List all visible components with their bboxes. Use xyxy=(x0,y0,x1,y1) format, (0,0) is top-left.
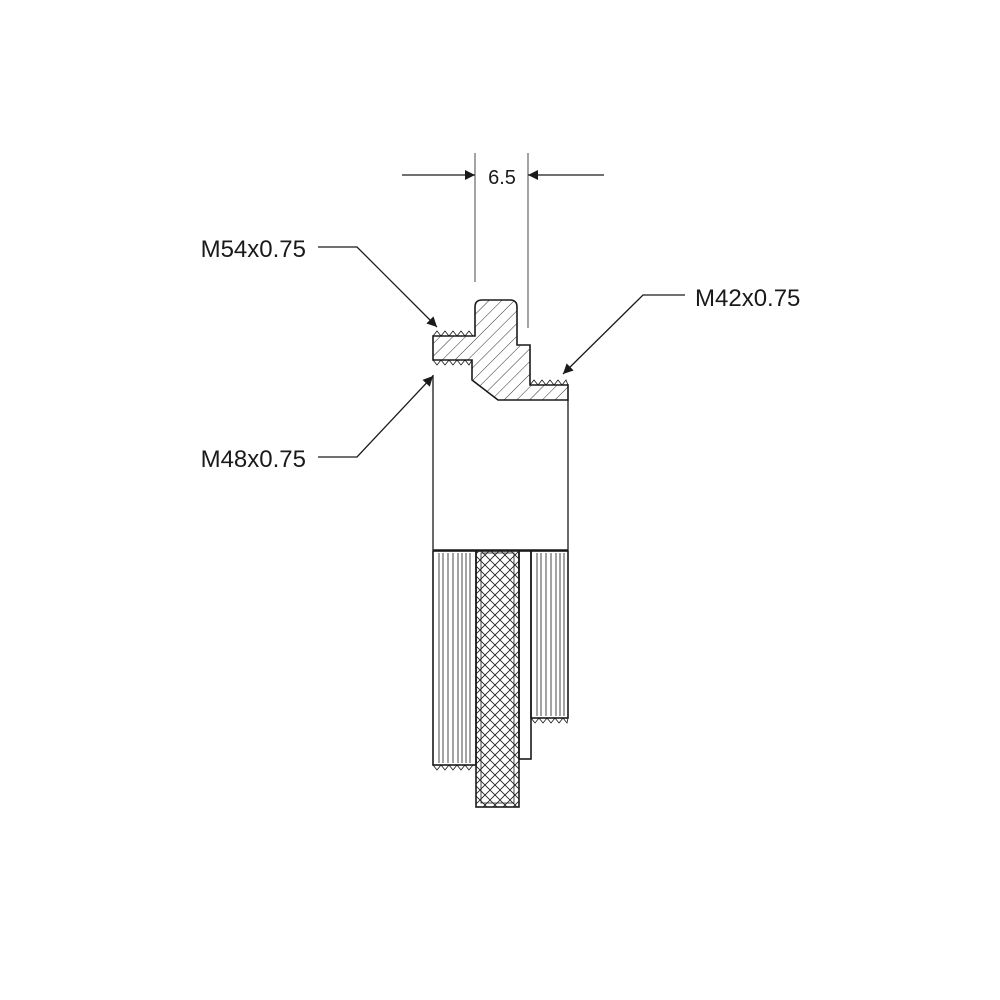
sleeve-body xyxy=(432,375,569,551)
adapter-cross-section xyxy=(432,299,569,401)
knurled-ring-inner xyxy=(480,552,515,804)
callout-m42-leader xyxy=(562,294,685,375)
knurled-ring xyxy=(475,550,520,808)
thread-teeth-m48 xyxy=(432,359,473,366)
callout-m54-label: M54x0.75 xyxy=(201,236,306,263)
side-view xyxy=(432,550,569,808)
inner-step xyxy=(518,550,532,760)
callout-m42-label: M42x0.75 xyxy=(695,285,800,312)
left-thread-ring xyxy=(432,550,477,766)
left-thread-lines xyxy=(438,553,471,763)
callout-m48-leader xyxy=(318,375,434,458)
callout-m48: M48x0.75 xyxy=(201,375,434,473)
dimension-value: 6.5 xyxy=(488,167,516,189)
callout-m48-label: M48x0.75 xyxy=(201,446,306,473)
callout-m54-leader xyxy=(318,246,438,328)
right-thread-bottom-teeth xyxy=(530,717,569,724)
right-thread-lines xyxy=(536,553,565,716)
width-dimension: 6.5 xyxy=(402,153,604,328)
thread-teeth-m54 xyxy=(432,330,474,337)
left-thread-bottom-teeth xyxy=(432,764,476,771)
right-thread-ring xyxy=(530,550,569,719)
thread-teeth-m42 xyxy=(529,379,569,386)
callout-m54: M54x0.75 xyxy=(201,236,438,328)
section-body xyxy=(432,299,569,401)
callout-m42: M42x0.75 xyxy=(562,285,800,375)
